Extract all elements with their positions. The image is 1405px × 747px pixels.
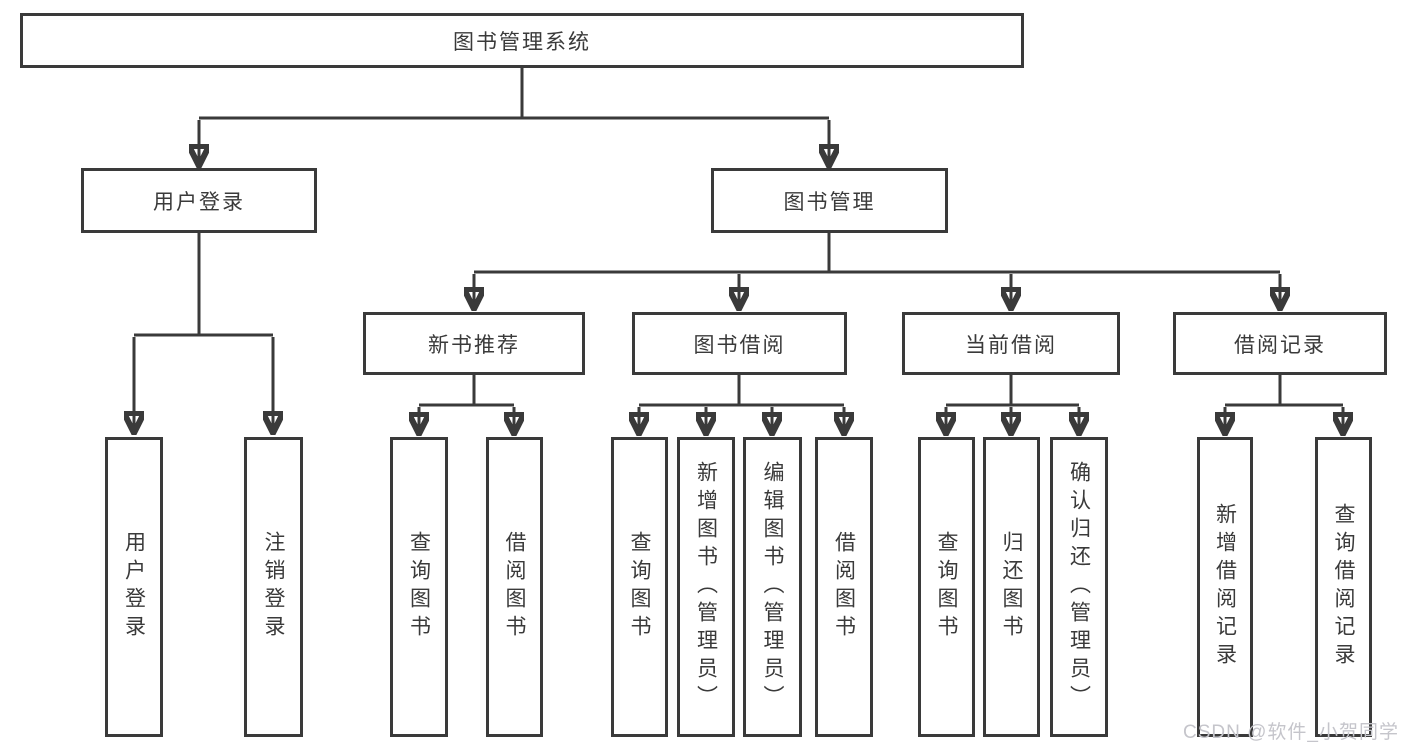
- leaf-label: 确认归还（管理员）: [1067, 461, 1091, 713]
- connector-borrow-records-to-leaves: [1225, 375, 1343, 407]
- connector-current-borrow-to-leaves: [946, 375, 1079, 407]
- connector-book-borrow-to-leaves: [639, 375, 844, 407]
- node-label: 当前借阅: [965, 333, 1057, 357]
- node-label: 新书推荐: [428, 333, 520, 357]
- node-library-management-system: 图书管理系统: [20, 13, 1024, 68]
- node-new-book-recommend: 新书推荐: [363, 312, 585, 375]
- node-label: 图书管理: [783, 190, 876, 214]
- leaf-add-books-admin: 新增图书（管理员）: [677, 437, 735, 737]
- leaf-borrow-books: 借阅图书: [815, 437, 873, 737]
- leaf-edit-books-admin: 编辑图书（管理员）: [743, 437, 802, 737]
- leaf-label: 查询图书: [628, 531, 651, 643]
- leaf-label: 用户登录: [122, 531, 146, 643]
- node-user-login: 用户登录: [81, 168, 317, 233]
- node-label: 借阅记录: [1234, 333, 1326, 357]
- leaf-query-books-recommend: 查询图书: [390, 437, 448, 737]
- node-label: 用户登录: [153, 190, 245, 214]
- leaf-return-books: 归还图书: [983, 437, 1040, 737]
- leaf-label: 查询图书: [407, 531, 431, 643]
- leaf-label: 新增图书（管理员）: [694, 461, 718, 713]
- leaf-label: 注销登录: [262, 531, 285, 643]
- connector-new-book-to-leaves: [419, 375, 514, 407]
- leaf-logout: 注销登录: [244, 437, 303, 737]
- leaf-query-books-borrow: 查询图书: [611, 437, 668, 737]
- leaf-query-books-current: 查询图书: [918, 437, 975, 737]
- connector-user-login-to-leaves: [134, 233, 273, 337]
- leaf-label: 归还图书: [1000, 531, 1023, 643]
- leaf-user-login: 用户登录: [105, 437, 163, 737]
- leaf-label: 借阅图书: [832, 531, 856, 643]
- leaf-confirm-return-admin: 确认归还（管理员）: [1050, 437, 1108, 737]
- node-label: 图书借阅: [693, 333, 786, 357]
- node-label: 图书管理系统: [453, 30, 591, 54]
- node-book-borrow: 图书借阅: [632, 312, 847, 375]
- connector-root-to-level2: [199, 68, 829, 120]
- node-book-management: 图书管理: [711, 168, 948, 233]
- leaf-borrow-books-recommend: 借阅图书: [486, 437, 543, 737]
- leaf-label: 查询借阅记录: [1332, 503, 1355, 671]
- leaf-label: 编辑图书（管理员）: [761, 461, 784, 713]
- node-borrow-records: 借阅记录: [1173, 312, 1387, 375]
- csdn-watermark: CSDN @软件_小贺同学: [1183, 722, 1399, 743]
- leaf-label: 新增借阅记录: [1213, 503, 1237, 671]
- leaf-query-borrow-record: 查询借阅记录: [1315, 437, 1372, 737]
- leaf-add-borrow-record: 新增借阅记录: [1197, 437, 1253, 737]
- leaf-label: 查询图书: [935, 531, 958, 643]
- connector-book-management-to-level3: [474, 233, 1280, 274]
- leaf-label: 借阅图书: [503, 531, 526, 643]
- node-current-borrow: 当前借阅: [902, 312, 1120, 375]
